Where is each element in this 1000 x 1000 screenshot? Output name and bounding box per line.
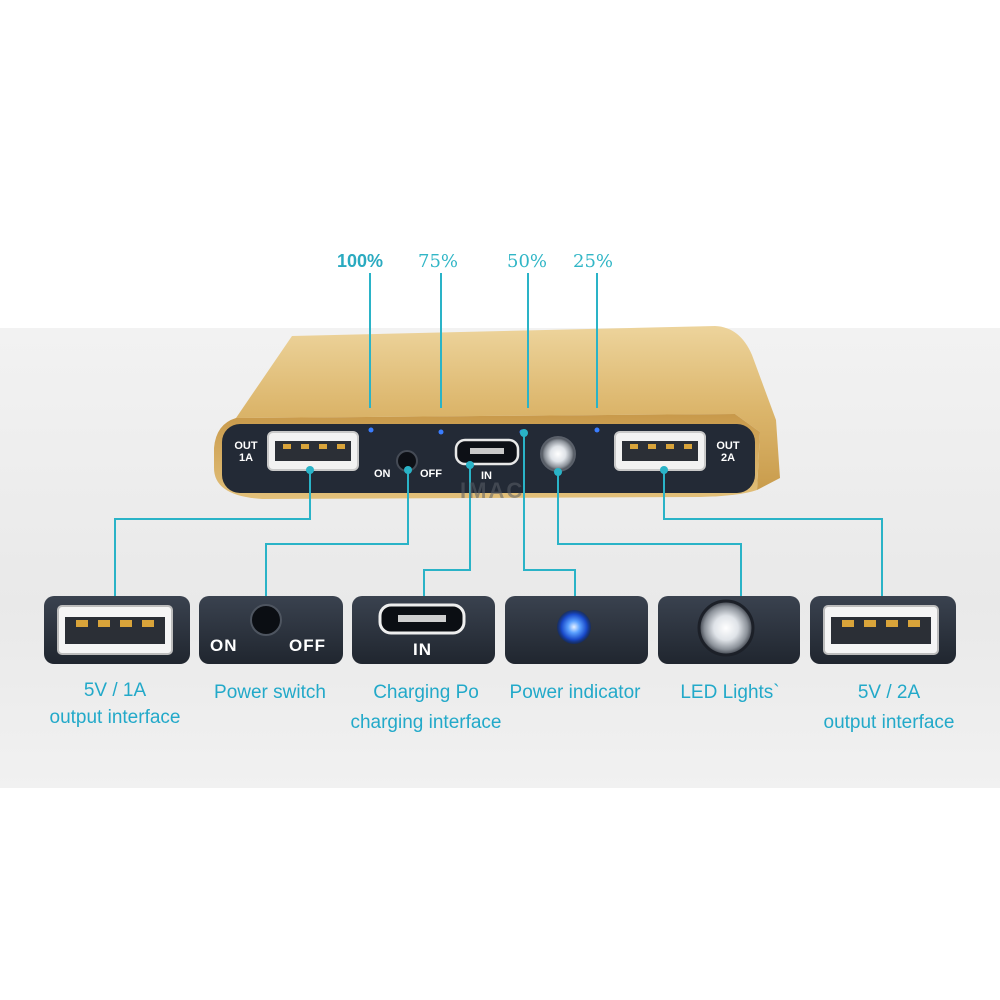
device-out-1a-line2: 1A <box>238 452 254 464</box>
caption-charging-line1: Charging Po <box>373 682 479 703</box>
caption-power-switch: Power switch <box>214 682 326 703</box>
caption-charging: Charging Po charging interface <box>334 679 518 736</box>
caption-usb-1a-line1: 5V / 1A <box>83 680 147 701</box>
device-led-light <box>540 436 576 472</box>
detail-box-usb-1a <box>44 596 190 664</box>
indicator-label-50: 50% <box>507 251 548 272</box>
detail-switch-on-label: ON <box>210 636 238 655</box>
detail-box-micro-usb <box>352 596 495 664</box>
caption-usb-2a: 5V / 2A output interface <box>798 679 980 736</box>
indicator-callouts <box>369 273 598 408</box>
detail-box-led-lights <box>658 596 800 664</box>
detail-box-usb-2a <box>810 596 956 664</box>
caption-usb-1a: 5V / 1A output interface <box>20 677 210 731</box>
power-bank-top <box>236 326 780 490</box>
caption-charging-line2: charging interface <box>350 712 502 733</box>
device-out-1a-line1: OUT <box>234 440 258 452</box>
caption-usb-1a-line2: output interface <box>49 707 181 728</box>
device-out-2a-label: OUT 2A <box>710 440 746 464</box>
caption-led-lights: LED Lights` <box>680 682 780 703</box>
watermark: IMAC <box>460 478 525 503</box>
indicator-label-100: 100% <box>337 251 384 271</box>
callout-dots <box>306 429 668 476</box>
caption-usb-2a-line2: output interface <box>823 712 955 733</box>
device-micro-usb-port <box>454 438 520 466</box>
detail-input-label: IN <box>413 640 432 659</box>
caption-usb-2a-line1: 5V / 2A <box>857 682 921 703</box>
feature-callouts <box>114 433 883 596</box>
caption-power-indicator: Power indicator <box>509 682 641 703</box>
device-out-2a-line2: 2A <box>720 452 736 464</box>
device-usb-port-1a <box>267 431 359 471</box>
detail-box-power-indicator <box>505 596 648 664</box>
device-input-label: IN <box>481 470 492 482</box>
indicator-label-75: 75% <box>418 251 459 272</box>
device-out-1a-label: OUT 1A <box>228 440 264 464</box>
detail-box-power-switch <box>199 596 343 664</box>
device-usb-port-2a <box>614 431 706 471</box>
power-bank <box>214 326 780 499</box>
device-switch-off-label: OFF <box>420 468 442 480</box>
device-switch-on-label: ON <box>374 468 391 480</box>
device-out-2a-line1: OUT <box>716 440 740 452</box>
detail-switch-off-label: OFF <box>289 636 326 655</box>
indicator-label-25: 25% <box>573 251 614 272</box>
